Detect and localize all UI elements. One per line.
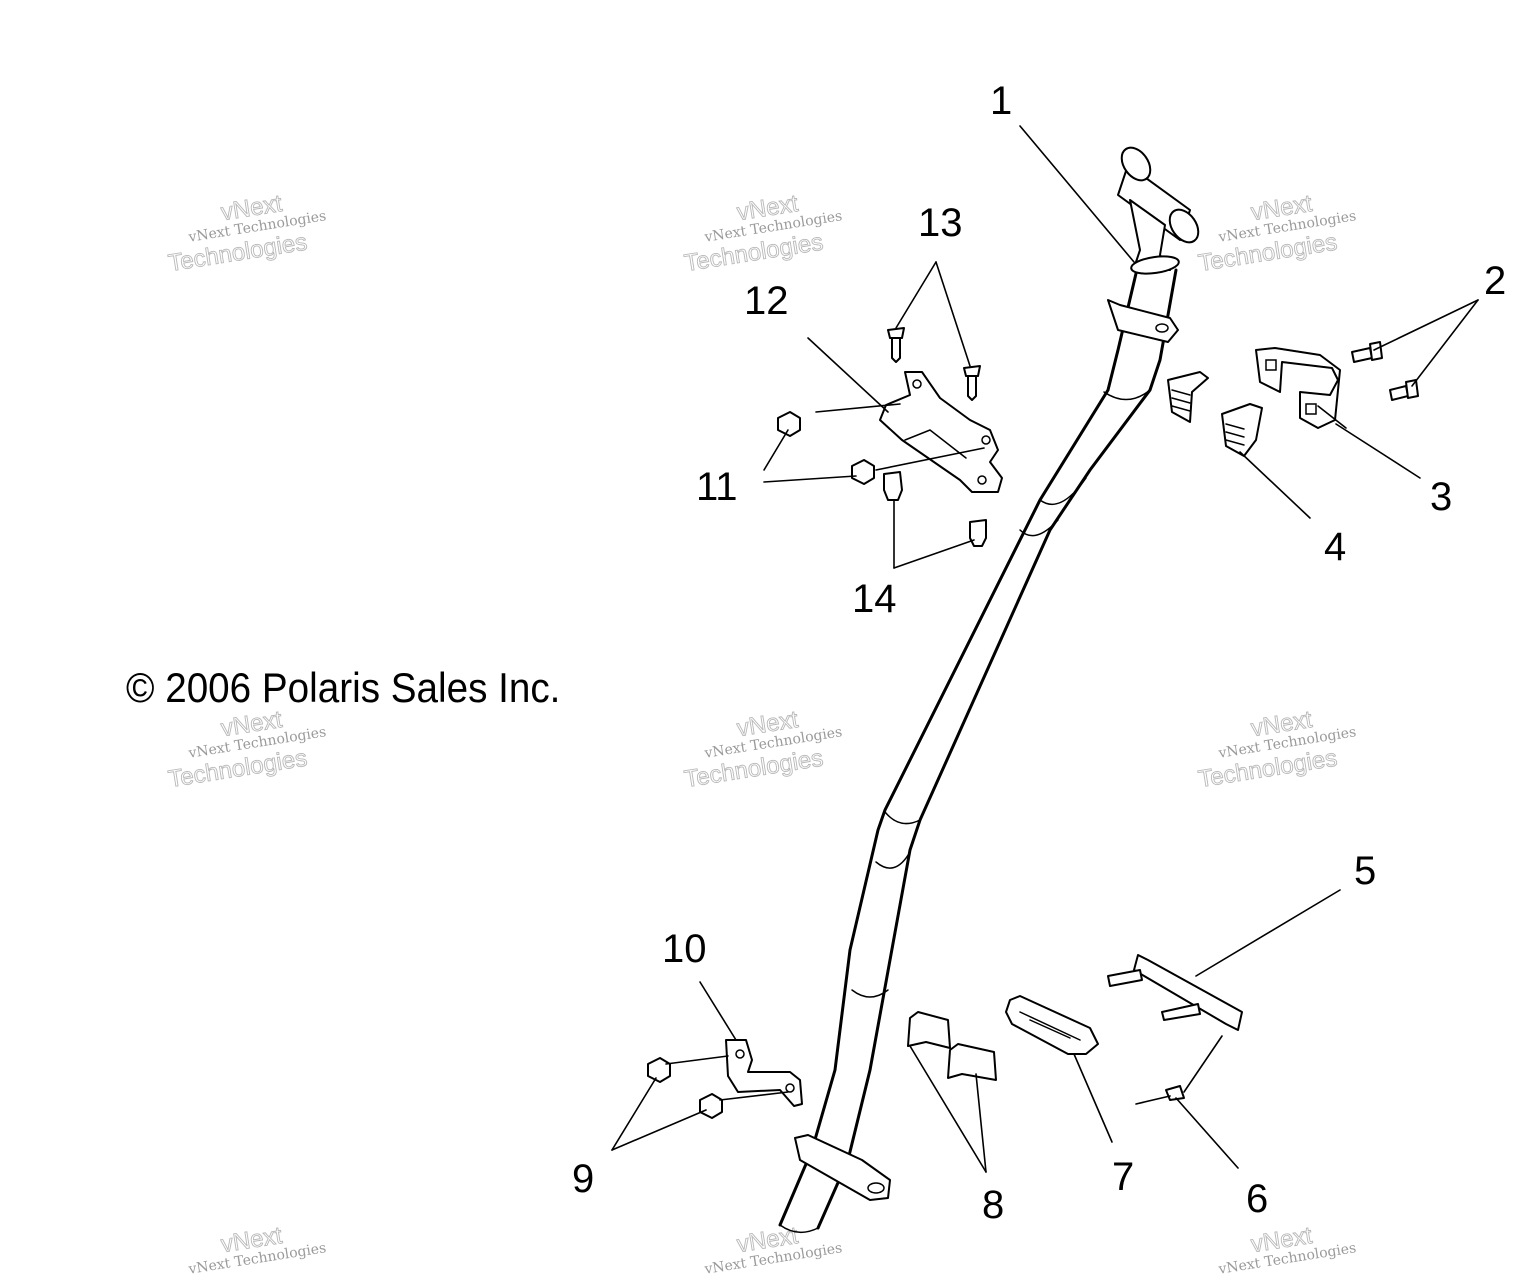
copyright-notice: © 2006 Polaris Sales Inc. [126,664,561,711]
screw-pair [887,327,981,401]
watermarks: vNext vNext Technologies Technologies vN… [166,190,1357,1278]
callout-7: 7 [1112,1155,1134,1199]
callout-2: 2 [1484,259,1506,303]
nut-pair-upper [777,411,875,485]
lower-bracket [725,1039,803,1107]
watermark: vNext vNext Technologies Technologies [1196,706,1357,794]
callout-labels: 1 2 3 4 5 6 7 8 9 10 11 12 13 14 [572,79,1506,1227]
retainer-bracket [1107,954,1243,1031]
watermark: vNext vNext Technologies Technologies [1196,190,1357,278]
watermark: vNext vNext Technologies Technologies [682,190,843,278]
watermark: vNext vNext Technologies [186,1222,327,1278]
watermark: vNext vNext Technologies Technologies [166,190,327,278]
callout-3: 3 [1430,475,1452,519]
callout-6: 6 [1246,1177,1268,1221]
watermark: vNext vNext Technologies [1216,1222,1357,1278]
damper-block [1005,995,1099,1055]
steering-post [778,146,1200,1234]
callout-9: 9 [572,1157,594,1201]
watermark: vNext vNext Technologies Technologies [682,706,843,794]
callout-13: 13 [918,201,963,245]
bolt-pair [1351,341,1419,401]
callout-1: 1 [990,79,1012,123]
watermark: vNext vNext Technologies Technologies [166,706,327,794]
callout-12: 12 [744,279,789,323]
watermark: vNext vNext Technologies [702,1222,843,1278]
callout-10: 10 [662,927,707,971]
leader-lines [611,125,1479,1173]
clamp-halves [1255,347,1341,429]
callout-4: 4 [1324,525,1346,569]
bushing-pair-lower [907,1011,997,1081]
bushing-pair-upper [1167,371,1263,457]
nut-pair-lower [647,1057,723,1119]
callout-11: 11 [696,465,738,509]
callout-5: 5 [1354,849,1376,893]
callout-14: 14 [852,577,897,621]
mount-bracket [879,371,1003,493]
pin [1165,1085,1185,1101]
callout-8: 8 [982,1183,1004,1227]
